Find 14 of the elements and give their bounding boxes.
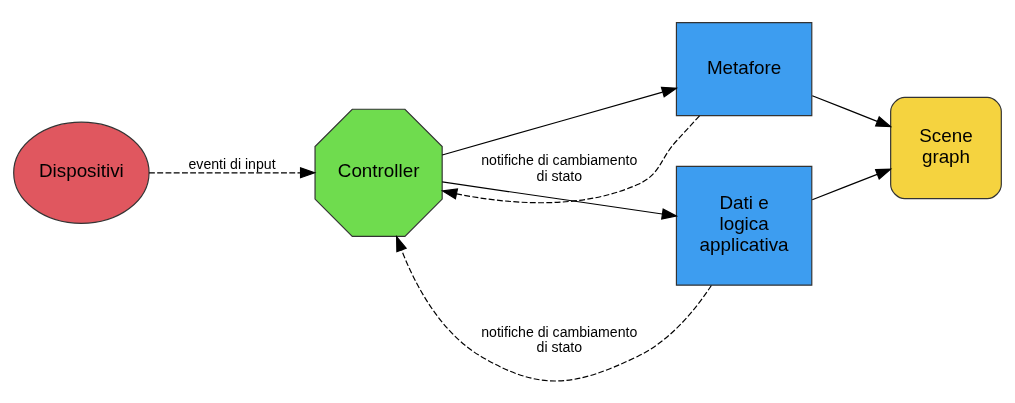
edge-label: eventi di input [188,155,276,172]
arrow [811,168,893,200]
arrow [395,234,712,382]
edge-label: notifiche di cambiamento di stato [481,323,638,355]
node-box: Scene graph [890,96,1002,199]
arrow [441,180,679,220]
arrow [148,166,317,179]
node-box: Dati e logica applicativa [675,165,813,286]
arrow [441,86,679,156]
edge-label: notifiche di cambiamento di stato [481,151,638,184]
arrow [440,114,701,203]
node-box: Metafore [675,21,813,116]
arrow [811,94,893,127]
node-ellipse: Dispositivi [13,121,150,224]
